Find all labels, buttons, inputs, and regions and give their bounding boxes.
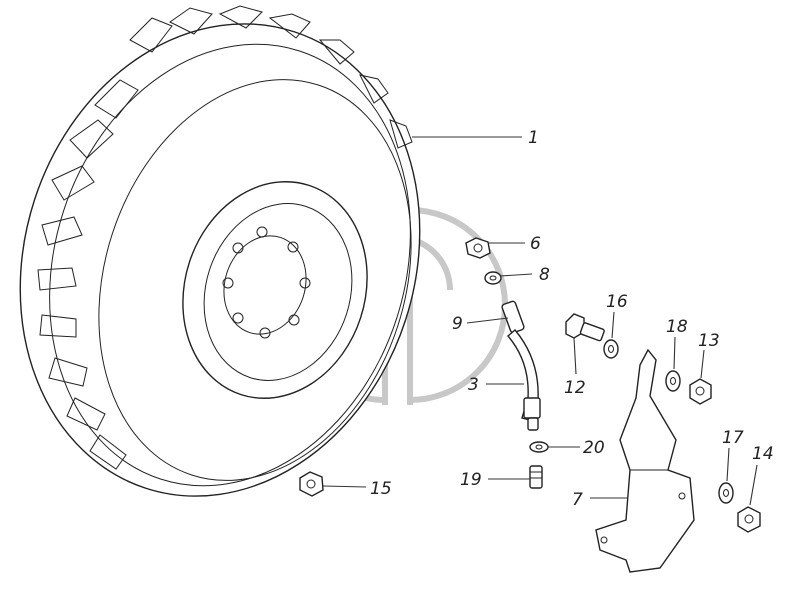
callout-18: 18 — [666, 317, 688, 337]
washer-part-20 — [529, 441, 549, 453]
callout-15: 15 — [370, 479, 392, 499]
callout-14: 14 — [752, 444, 774, 464]
washer-part-8 — [484, 271, 502, 285]
callout-labels: 1 6 8 9 3 16 18 13 12 20 19 7 17 14 15 — [370, 128, 774, 510]
tyre-part-1 — [19, 5, 421, 497]
callout-20: 20 — [583, 438, 605, 458]
nut-part-13 — [689, 378, 712, 405]
callout-16: 16 — [606, 292, 628, 312]
callout-8: 8 — [539, 265, 550, 285]
callout-7: 7 — [572, 490, 583, 510]
hose-part-3 — [507, 329, 541, 431]
washer-part-16 — [603, 339, 619, 359]
callout-6: 6 — [530, 234, 541, 254]
callout-3: 3 — [468, 375, 479, 395]
washer-part-17 — [718, 482, 734, 504]
callout-1: 1 — [528, 128, 539, 148]
valve-part-19 — [529, 465, 543, 489]
bracket-part-7 — [595, 348, 695, 573]
nut-part-15 — [299, 471, 324, 497]
callout-12: 12 — [564, 378, 586, 398]
fitting-part-9 — [501, 300, 525, 334]
callout-19: 19 — [460, 470, 482, 490]
bolt-part-12 — [565, 313, 605, 342]
washer-part-18 — [665, 370, 681, 392]
leader-lines — [322, 136, 758, 506]
callout-13: 13 — [698, 331, 720, 351]
callout-17: 17 — [722, 428, 744, 448]
nut-part-14 — [737, 506, 761, 533]
callout-9: 9 — [452, 314, 463, 334]
nut-part-6 — [465, 237, 491, 259]
